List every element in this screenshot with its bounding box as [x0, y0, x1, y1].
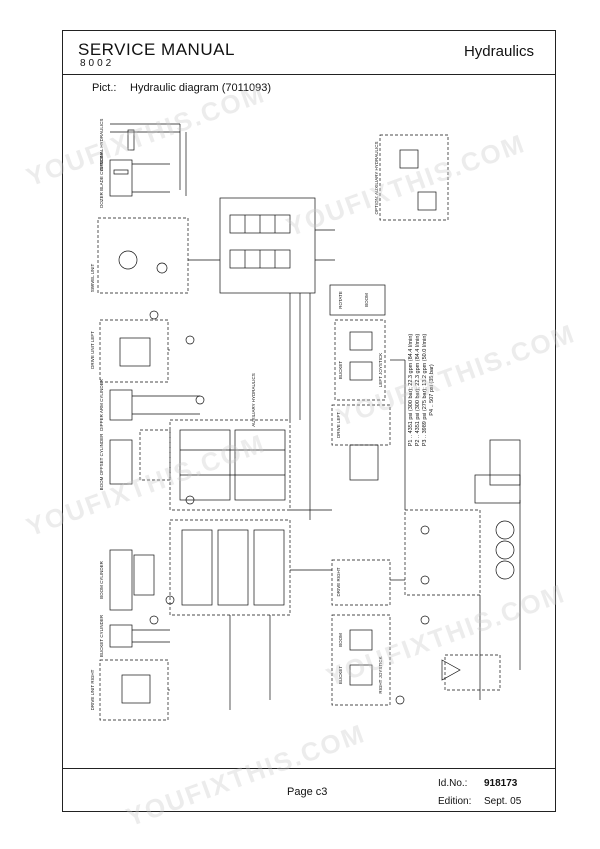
label-bucket: BUCKET [338, 361, 343, 380]
pressure-p3: P3 .. 3989 psi (275 bar); 13.2 gpm (50.0… [422, 334, 428, 447]
label-drive-unit-right: DRIVE UNIT RIGHT [90, 669, 95, 710]
page-value: c3 [315, 786, 328, 798]
manual-title: SERVICE MANUAL [78, 40, 235, 59]
right-joystick [331, 614, 391, 706]
control-valve-top [219, 197, 316, 294]
callout-markers [149, 335, 430, 705]
label-boom: BOOM [338, 633, 343, 647]
label-left-joystick: LEFT JOYSTICK [378, 353, 383, 387]
label-dipper-arm-cylinder: DIPPER ARM CYLINDER [99, 378, 104, 431]
pressure-p1: P1 .. 4351 psi (300 bar); 22.3 gpm (84.4… [408, 334, 414, 447]
label-bucket-right: BUCKET [338, 666, 343, 685]
section-title: Hydraulics [463, 43, 534, 60]
dozer-blade-cylinder [109, 159, 170, 197]
left-joystick [329, 284, 386, 401]
picture-title: Hydraulic diagram (7011093) [130, 82, 272, 94]
label-swivel-unit: SWIVEL UNIT [90, 263, 95, 292]
page-frame [62, 30, 556, 812]
model-number: 8002 [80, 58, 115, 69]
option-auxiliary-hydraulics [379, 134, 449, 221]
hydraulic-diagram: OPTIONAL HYDRAULICS DOZER BLADE CYLINDER… [90, 119, 521, 721]
pressure-p2: P2 .. 4351 psi (300 bar); 22.3 gpm (84.4… [415, 334, 421, 447]
optional-hydraulics-port [127, 129, 135, 151]
dipper-arm-cylinder [109, 389, 200, 421]
label-option-auxiliary-hydraulics: OPTION: AUXILIARY HYDRAULICS [374, 141, 379, 214]
label-dozer-blade-cylinder: DOZER BLADE CYLINDER [99, 151, 104, 208]
label-bucket-cylinder: BUCKET CYLINDER [99, 614, 104, 657]
drive-right-pedal [331, 559, 391, 606]
label-drive-unit-left: DRIVE UNIT LEFT [90, 331, 95, 369]
label-rotate: ROTATE [338, 291, 343, 309]
swivel-unit [97, 217, 220, 294]
drive-unit-left [99, 310, 169, 383]
pipe-network [168, 229, 521, 710]
id-label: Id.No.: [438, 778, 468, 789]
pressure-p4: P4 .. 507 psi (35 bar) [429, 364, 435, 416]
picture-label: Pict.: [92, 82, 117, 94]
label-boom-cylinder: BOOM CYLINDER [99, 560, 104, 599]
label-boom-small: BOOM [364, 293, 369, 307]
id-value: 918173 [484, 778, 518, 789]
boom-cylinder [109, 549, 175, 611]
header-divider [62, 74, 556, 75]
label-right-joystick: RIGHT JOYSTICK [378, 656, 383, 693]
label-auxiliary-hydraulics: AUXILIARY HYDRAULICS [251, 373, 256, 427]
drive-left-pedal [331, 404, 391, 481]
footer-divider [62, 768, 556, 769]
label-drive-left: DRIVE LEFT [336, 412, 341, 438]
page-number: Page c3 [287, 786, 327, 798]
edition-label: Edition: [438, 796, 472, 807]
hydraulic-tank [441, 654, 501, 691]
main-control-valve [169, 419, 291, 616]
drive-unit-right [99, 659, 169, 721]
label-optional-hydraulics: OPTIONAL HYDRAULICS [99, 119, 104, 172]
bucket-cylinder [109, 624, 170, 648]
page-label: Page [287, 786, 313, 798]
edition-value: Sept. 05 [484, 796, 522, 807]
hydraulic-pump [404, 439, 521, 596]
label-drive-right: DRIVE RIGHT [336, 567, 341, 596]
label-boom-offset-cylinder: BOOM OFFSET CYLINDER [99, 433, 104, 490]
